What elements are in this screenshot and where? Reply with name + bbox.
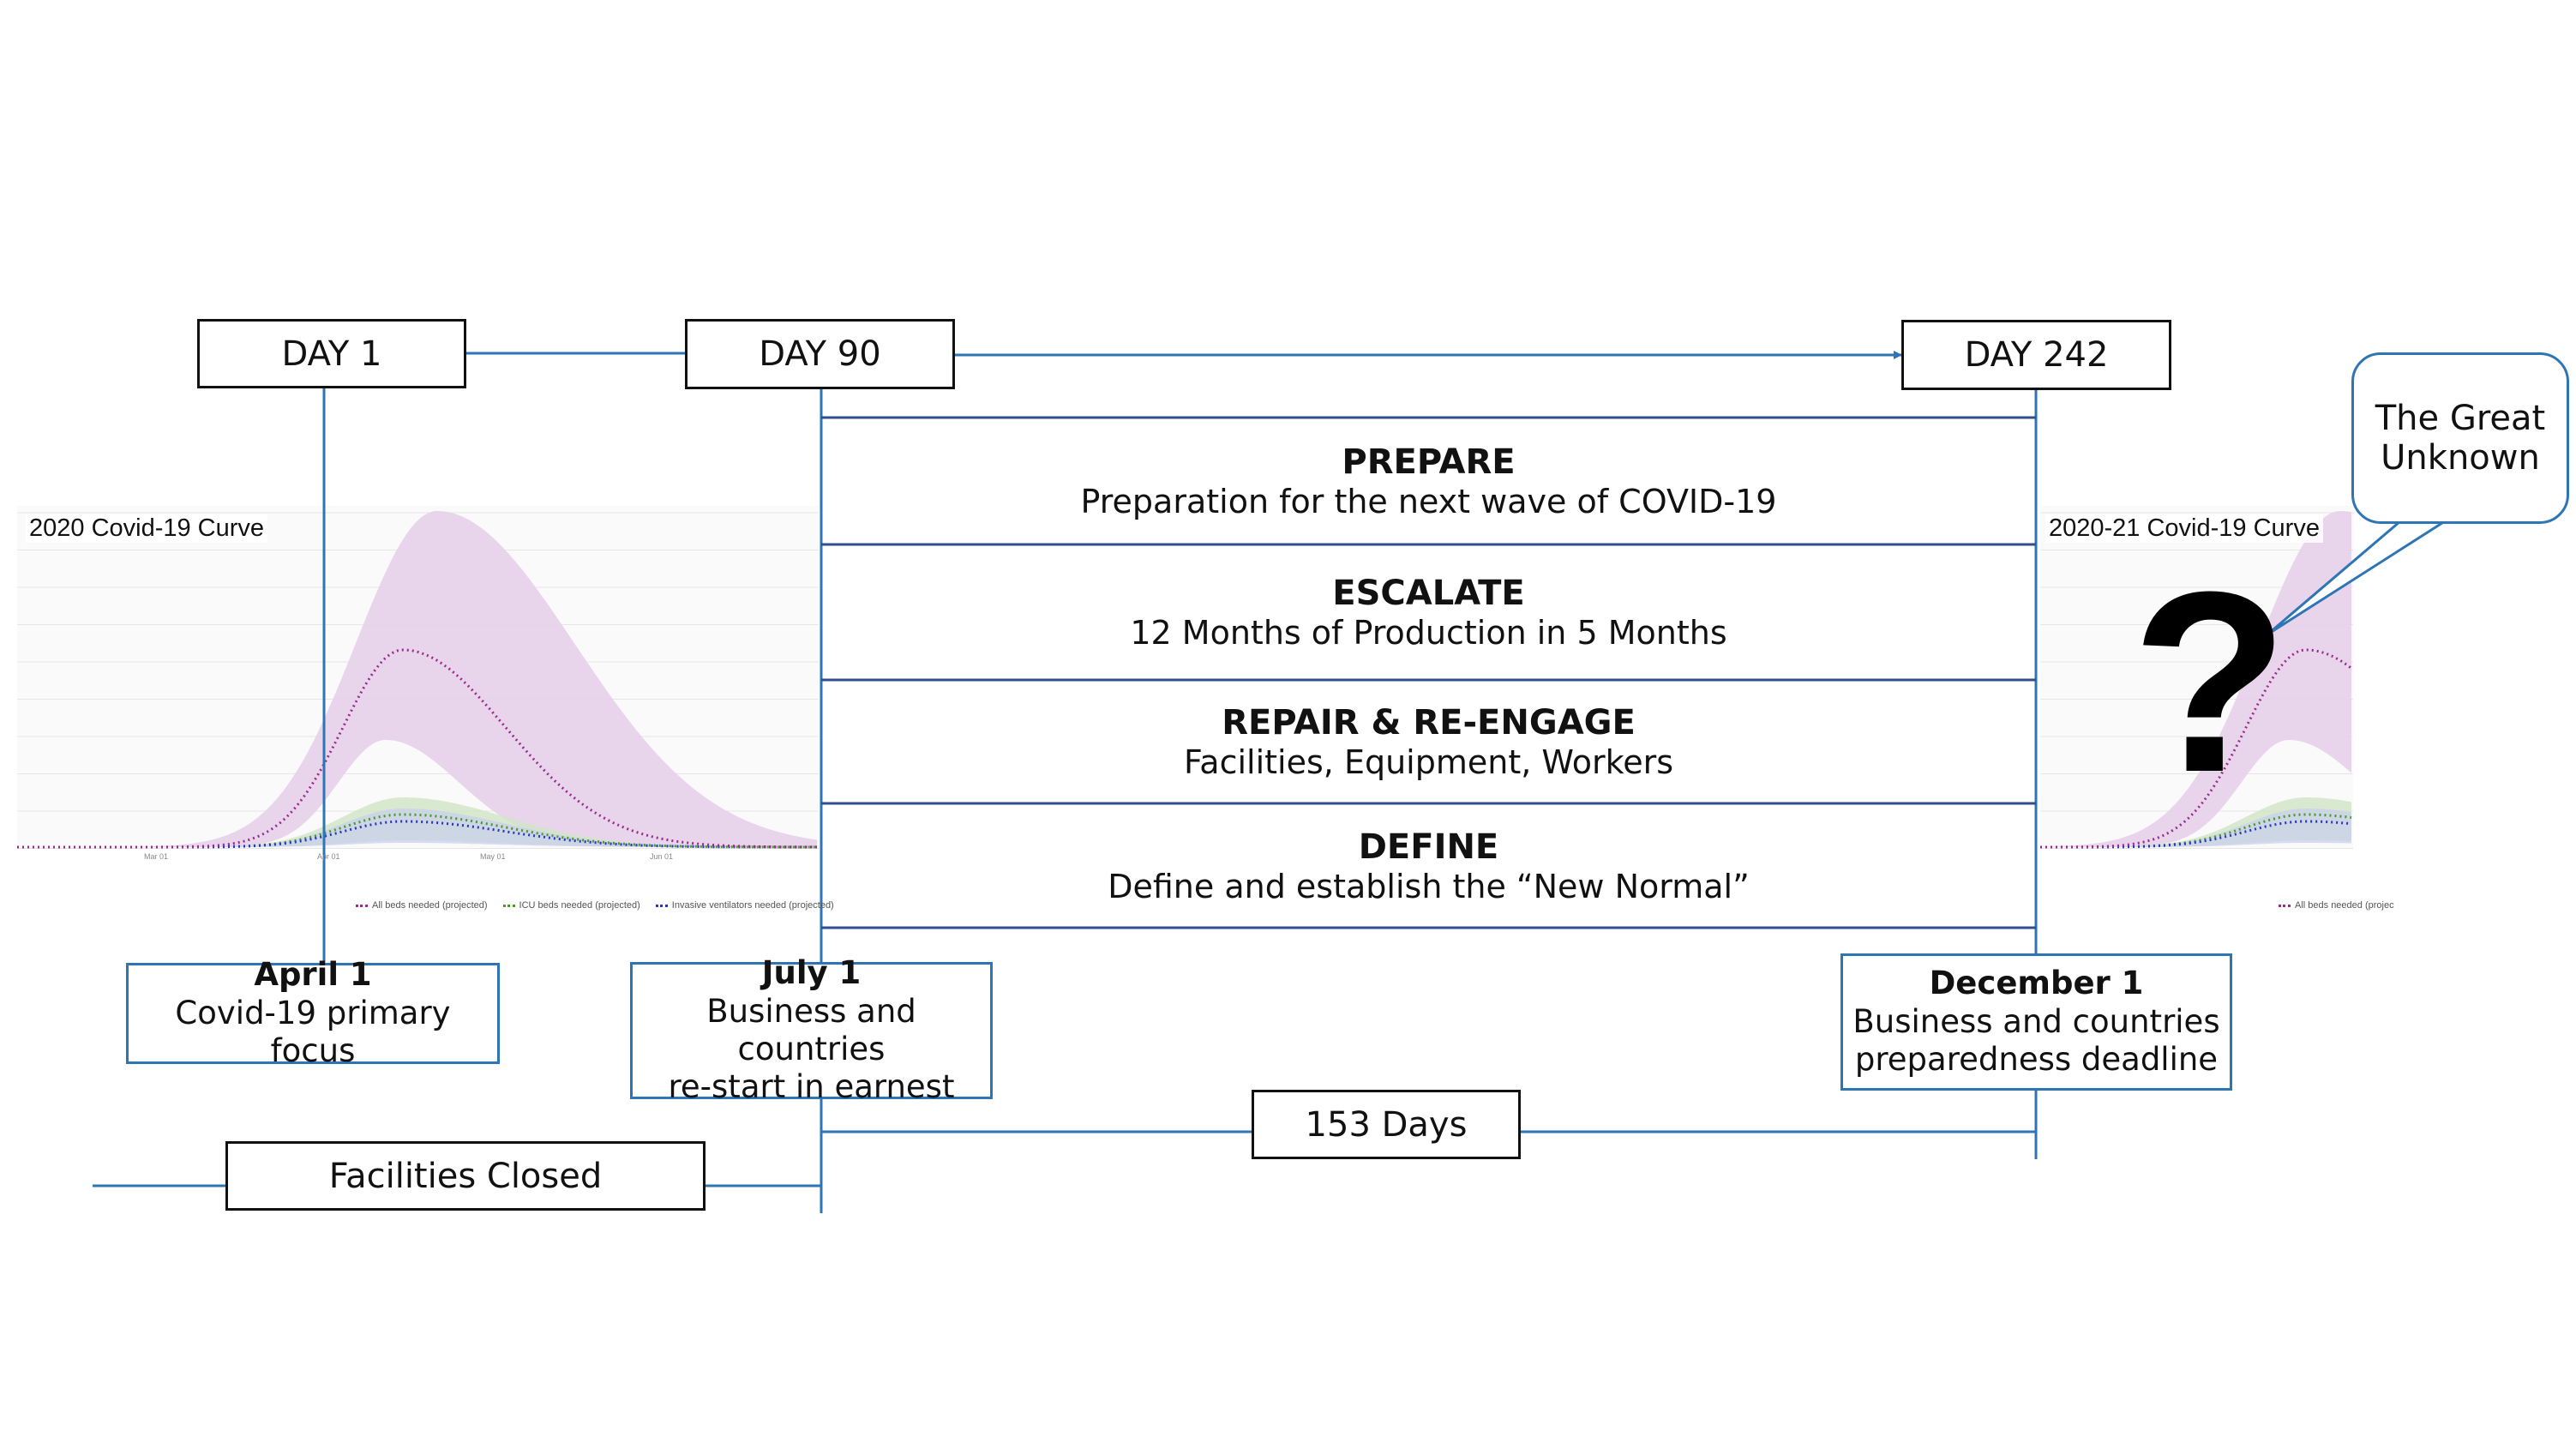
day-242-label: DAY 242: [1964, 335, 2109, 375]
day-1-box: DAY 1: [197, 319, 466, 388]
x-tick-label: Jun 01: [650, 852, 674, 861]
milestone-april-1: April 1 Covid-19 primary focus: [126, 956, 500, 1069]
x-tick-label: Apr 01: [317, 852, 340, 861]
milestone-title: July 1: [761, 954, 862, 992]
milestone-july-1: July 1 Business and countries re-start i…: [630, 954, 993, 1105]
right-chart-legend: All beds needed (projec: [2279, 900, 2394, 911]
phase-subtitle: Preparation for the next wave of COVID-1…: [1080, 483, 1777, 521]
callout-text: The Great: [2375, 399, 2546, 438]
legend-label: All beds needed (projected): [372, 900, 488, 911]
duration-153-days-box: 153 Days: [1252, 1090, 1521, 1159]
left-beds-band: [17, 511, 817, 847]
left-ventilator-line: [17, 820, 817, 849]
legend-swatch: [2279, 904, 2291, 907]
milestone-title: December 1: [1929, 965, 2144, 1002]
phase-repair-reengage: REPAIR & RE-ENGAGE Facilities, Equipment…: [821, 682, 2036, 803]
facilities-closed-box: Facilities Closed: [225, 1141, 706, 1211]
legend-swatch: [655, 904, 668, 907]
milestone-title: April 1: [254, 956, 372, 994]
right-beds-band: [2040, 511, 2351, 847]
legend-label: All beds needed (projec: [2295, 900, 2394, 911]
phase-subtitle: 12 Months of Production in 5 Months: [1130, 614, 1727, 652]
legend-item: Invasive ventilators needed (projected): [655, 900, 834, 911]
phase-title: REPAIR & RE-ENGAGE: [1222, 703, 1636, 743]
x-tick-label: Mar 01: [144, 852, 169, 861]
duration-label: 153 Days: [1305, 1104, 1468, 1145]
day-1-label: DAY 1: [281, 334, 382, 374]
callout-text: Unknown: [2381, 438, 2540, 478]
day-90-box: DAY 90: [685, 319, 955, 389]
phase-subtitle: Facilities, Equipment, Workers: [1183, 743, 1674, 782]
legend-label: Invasive ventilators needed (projected): [671, 900, 834, 911]
phase-define: DEFINE Define and establish the “New Nor…: [821, 805, 2036, 928]
question-mark: ?: [2131, 538, 2289, 826]
legend-label: ICU beds needed (projected): [519, 900, 640, 911]
legend-swatch: [502, 904, 515, 907]
phase-subtitle: Define and establish the “New Normal”: [1108, 867, 1750, 905]
left-covid-curve-chart: [17, 506, 819, 849]
right-covid-curve-chart: [2040, 506, 2353, 849]
right-chart-label: 2020-21 Covid-19 Curve: [2045, 514, 2323, 543]
phase-escalate: ESCALATE 12 Months of Production in 5 Mo…: [821, 546, 2036, 680]
milestone-text: Business and countries: [706, 992, 916, 1067]
legend-swatch: [356, 904, 368, 907]
milestone-text: Covid-19 primary focus: [175, 994, 451, 1070]
phase-title: PREPARE: [1342, 442, 1516, 483]
great-unknown-callout: The Great Unknown: [2351, 352, 2569, 524]
phase-title: ESCALATE: [1332, 574, 1525, 614]
milestone-text: preparedness deadline: [1854, 1041, 2219, 1079]
x-tick-label: May 01: [480, 852, 506, 861]
legend-item: All beds needed (projec: [2279, 900, 2394, 911]
legend-item: ICU beds needed (projected): [502, 900, 640, 911]
day-90-label: DAY 90: [759, 334, 881, 374]
milestone-text: re-start in earnest: [668, 1068, 955, 1106]
phase-prepare: PREPARE Preparation for the next wave of…: [821, 419, 2036, 544]
day-242-box: DAY 242: [1901, 320, 2171, 390]
milestone-december-1: December 1 Business and countries prepar…: [1840, 953, 2232, 1091]
facilities-closed-label: Facilities Closed: [328, 1156, 603, 1196]
left-chart-label: 2020 Covid-19 Curve: [26, 514, 268, 543]
right-beds-line: [2040, 648, 2352, 849]
legend-item: All beds needed (projected): [356, 900, 488, 911]
phase-block-borders: [821, 416, 2036, 929]
left-chart-legend: All beds needed (projected) ICU beds nee…: [356, 900, 834, 911]
left-ventilator-band: [17, 809, 817, 847]
milestone-text: Business and countries: [1852, 1002, 2220, 1040]
phase-title: DEFINE: [1358, 827, 1499, 867]
